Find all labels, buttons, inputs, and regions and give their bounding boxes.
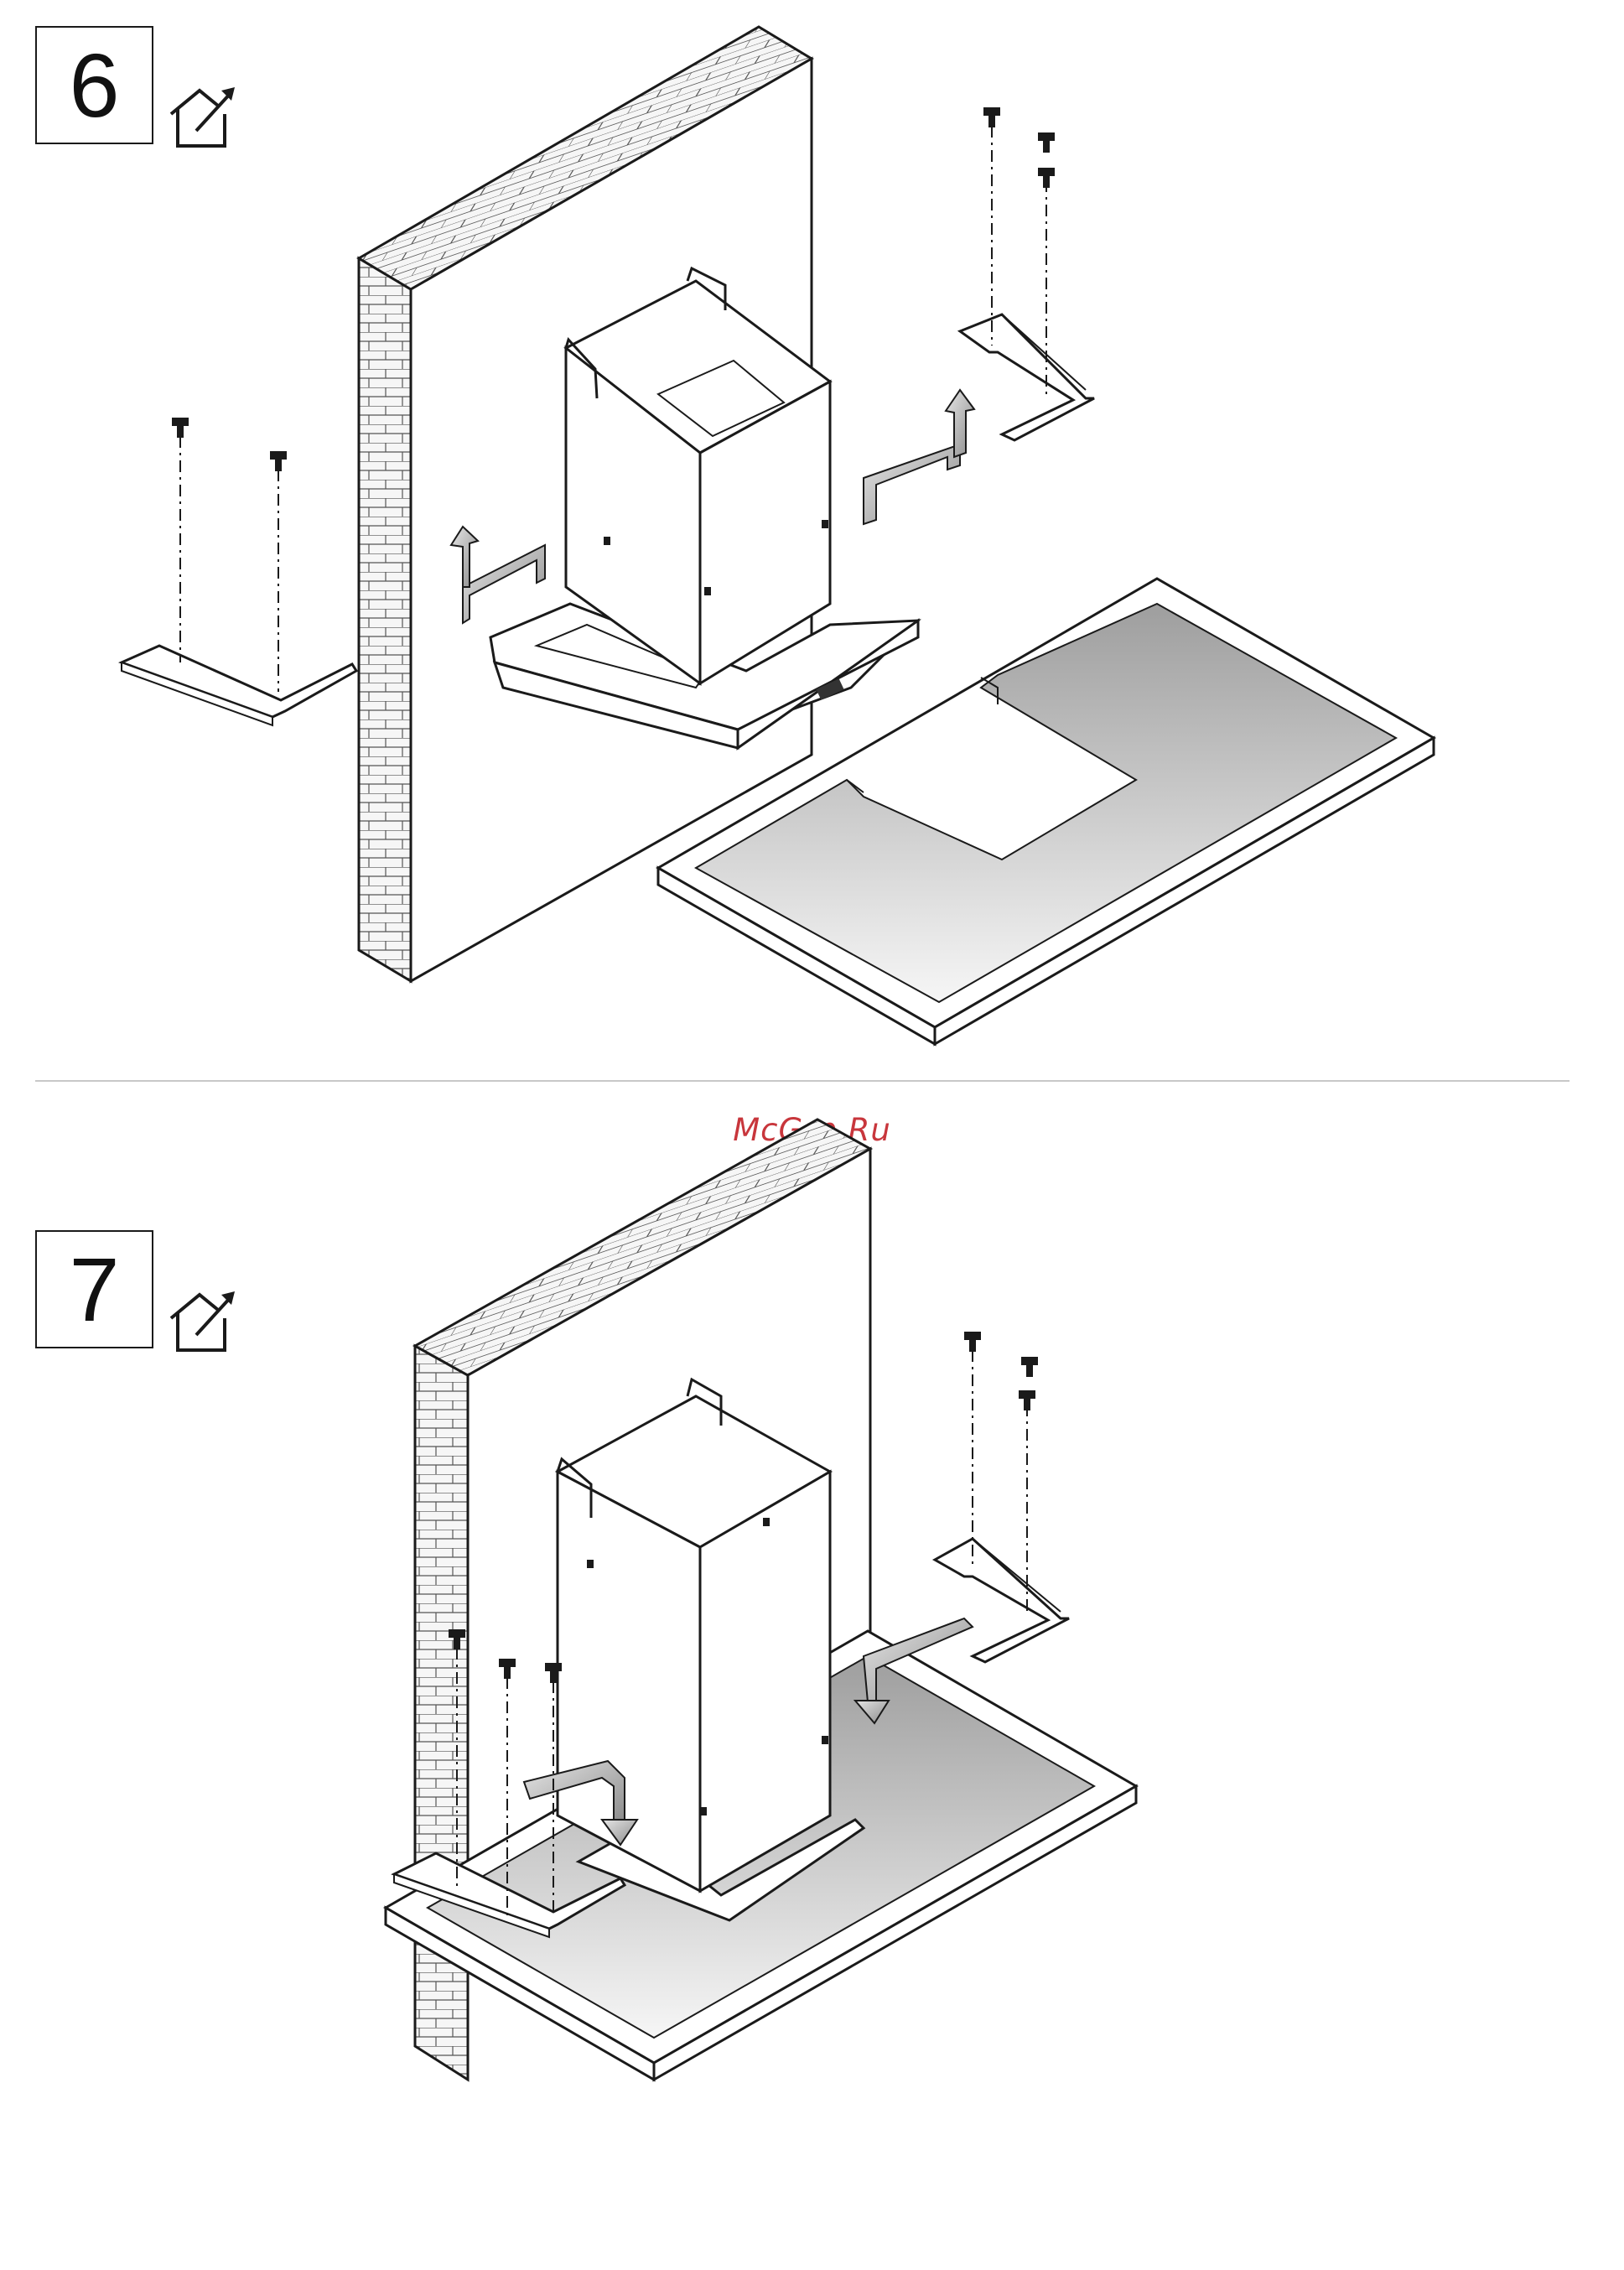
step-6-illustration: [0, 0, 1624, 1090]
screw-icon: [1019, 1357, 1038, 1614]
screw-icon: [983, 107, 1000, 345]
section-divider: [35, 1080, 1570, 1082]
move-arrow-right: [864, 390, 974, 524]
step-7-illustration: [0, 1124, 1624, 2130]
right-bracket: [935, 1539, 1069, 1662]
left-bracket: [122, 646, 356, 725]
screw-icon: [172, 418, 189, 662]
screw-icon: [964, 1332, 981, 1568]
screw-icon: [270, 451, 287, 692]
right-bracket: [960, 314, 1094, 440]
